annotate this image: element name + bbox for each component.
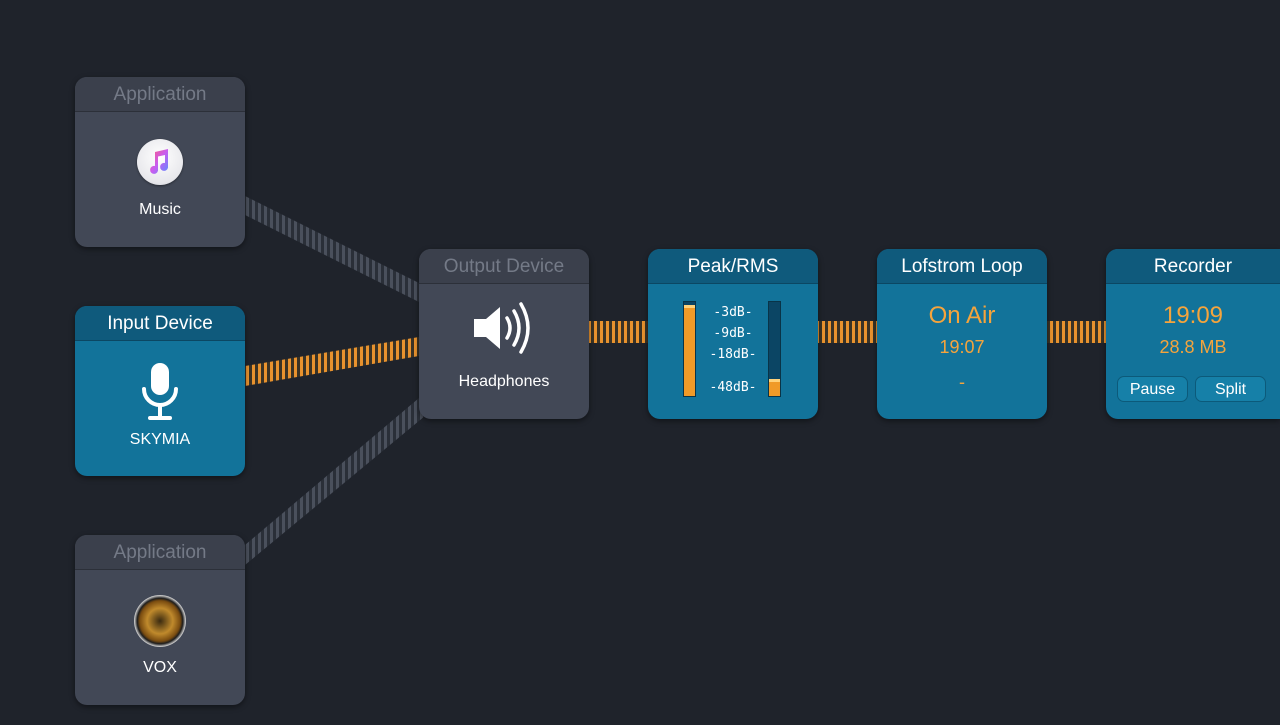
left-peak-marker [684,305,695,308]
right-peak-marker [769,379,780,382]
right-level-fill [769,379,780,396]
music-app-node[interactable]: Application Music [75,77,245,247]
input-device-node[interactable]: Input Device SKYMIA [75,306,245,476]
wire-meter-to-stream [818,321,878,343]
wire-vox-to-output [245,398,431,565]
stream-node[interactable]: Lofstrom Loop On Air 19:07 - [877,249,1047,419]
peak-rms-node[interactable]: Peak/RMS -3dB- -9dB- -18dB- -48dB- [648,249,818,419]
input-device-header: Input Device [75,306,245,341]
peak-rms-header: Peak/RMS [648,249,818,284]
output-device-node[interactable]: Output Device Headphones [419,249,589,419]
vox-app-header: Application [75,535,245,570]
left-level-fill [684,305,695,396]
left-level-meter [683,301,696,397]
db-scale-label: -48dB- [709,380,757,395]
volume-icon [472,300,538,361]
vox-app-name: VOX [143,659,177,676]
wire-stream-to-recorder [1047,321,1107,343]
recorder-node[interactable]: Recorder 19:09 28.8 MB Pause Split [1106,249,1280,419]
recorder-size: 28.8 MB [1159,337,1227,357]
input-device-name: SKYMIA [129,431,191,448]
db-scale-label: -3dB- [713,305,753,320]
recorder-time: 19:09 [1162,302,1224,329]
db-scale-label: -18dB- [709,347,757,362]
stream-header: Lofstrom Loop [877,249,1047,284]
speaker-icon [134,595,186,647]
music-app-icon [137,139,183,185]
recorder-header: Recorder [1106,249,1280,284]
right-level-meter [768,301,781,397]
stream-extra: - [959,372,965,392]
microphone-icon [139,361,181,430]
stream-time: 19:07 [939,337,985,357]
vox-app-node[interactable]: Application VOX [75,535,245,705]
db-scale-label: -9dB- [713,326,753,341]
output-device-name: Headphones [458,373,550,390]
music-app-name: Music [139,201,181,218]
output-device-header: Output Device [419,249,589,284]
wire-output-to-meter [589,321,649,343]
split-button[interactable]: Split [1195,376,1266,402]
pause-button[interactable]: Pause [1117,376,1188,402]
wire-music-to-output [245,196,419,302]
stream-status: On Air [928,302,996,329]
wire-input-to-output [245,337,419,386]
music-app-header: Application [75,77,245,112]
